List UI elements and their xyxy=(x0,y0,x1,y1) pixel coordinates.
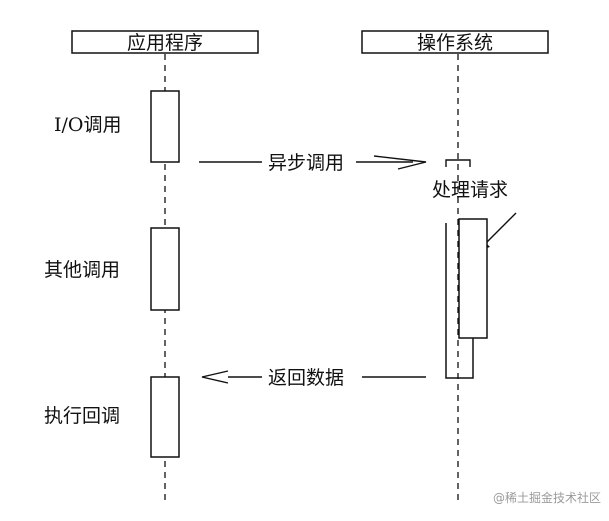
activation-exec-callback xyxy=(150,376,180,458)
participant-box-app xyxy=(71,30,259,54)
os-bracket xyxy=(445,159,471,167)
activation-other-call xyxy=(150,227,180,311)
label-exec-callback: 执行回调 xyxy=(44,405,120,427)
watermark: @稀土掘金技术社区 xyxy=(493,490,601,505)
label-return-data: 返回数据 xyxy=(268,367,344,389)
return-data-arrowhead xyxy=(201,370,229,384)
os-inner-activation xyxy=(458,218,488,339)
participant-box-os xyxy=(361,30,549,54)
label-process-request: 处理请求 xyxy=(432,179,508,201)
label-async-call: 异步调用 xyxy=(268,152,344,174)
os-outer-activation xyxy=(445,223,474,379)
process-request-arrow-line xyxy=(483,212,517,246)
async-call-arrowhead xyxy=(373,155,427,170)
label-io-call: I/O调用 xyxy=(54,114,121,136)
activation-io-call xyxy=(150,90,180,163)
participant-app-label: 应用程序 xyxy=(127,32,203,54)
label-other-call: 其他调用 xyxy=(44,259,120,281)
participant-os-label: 操作系统 xyxy=(417,32,493,54)
